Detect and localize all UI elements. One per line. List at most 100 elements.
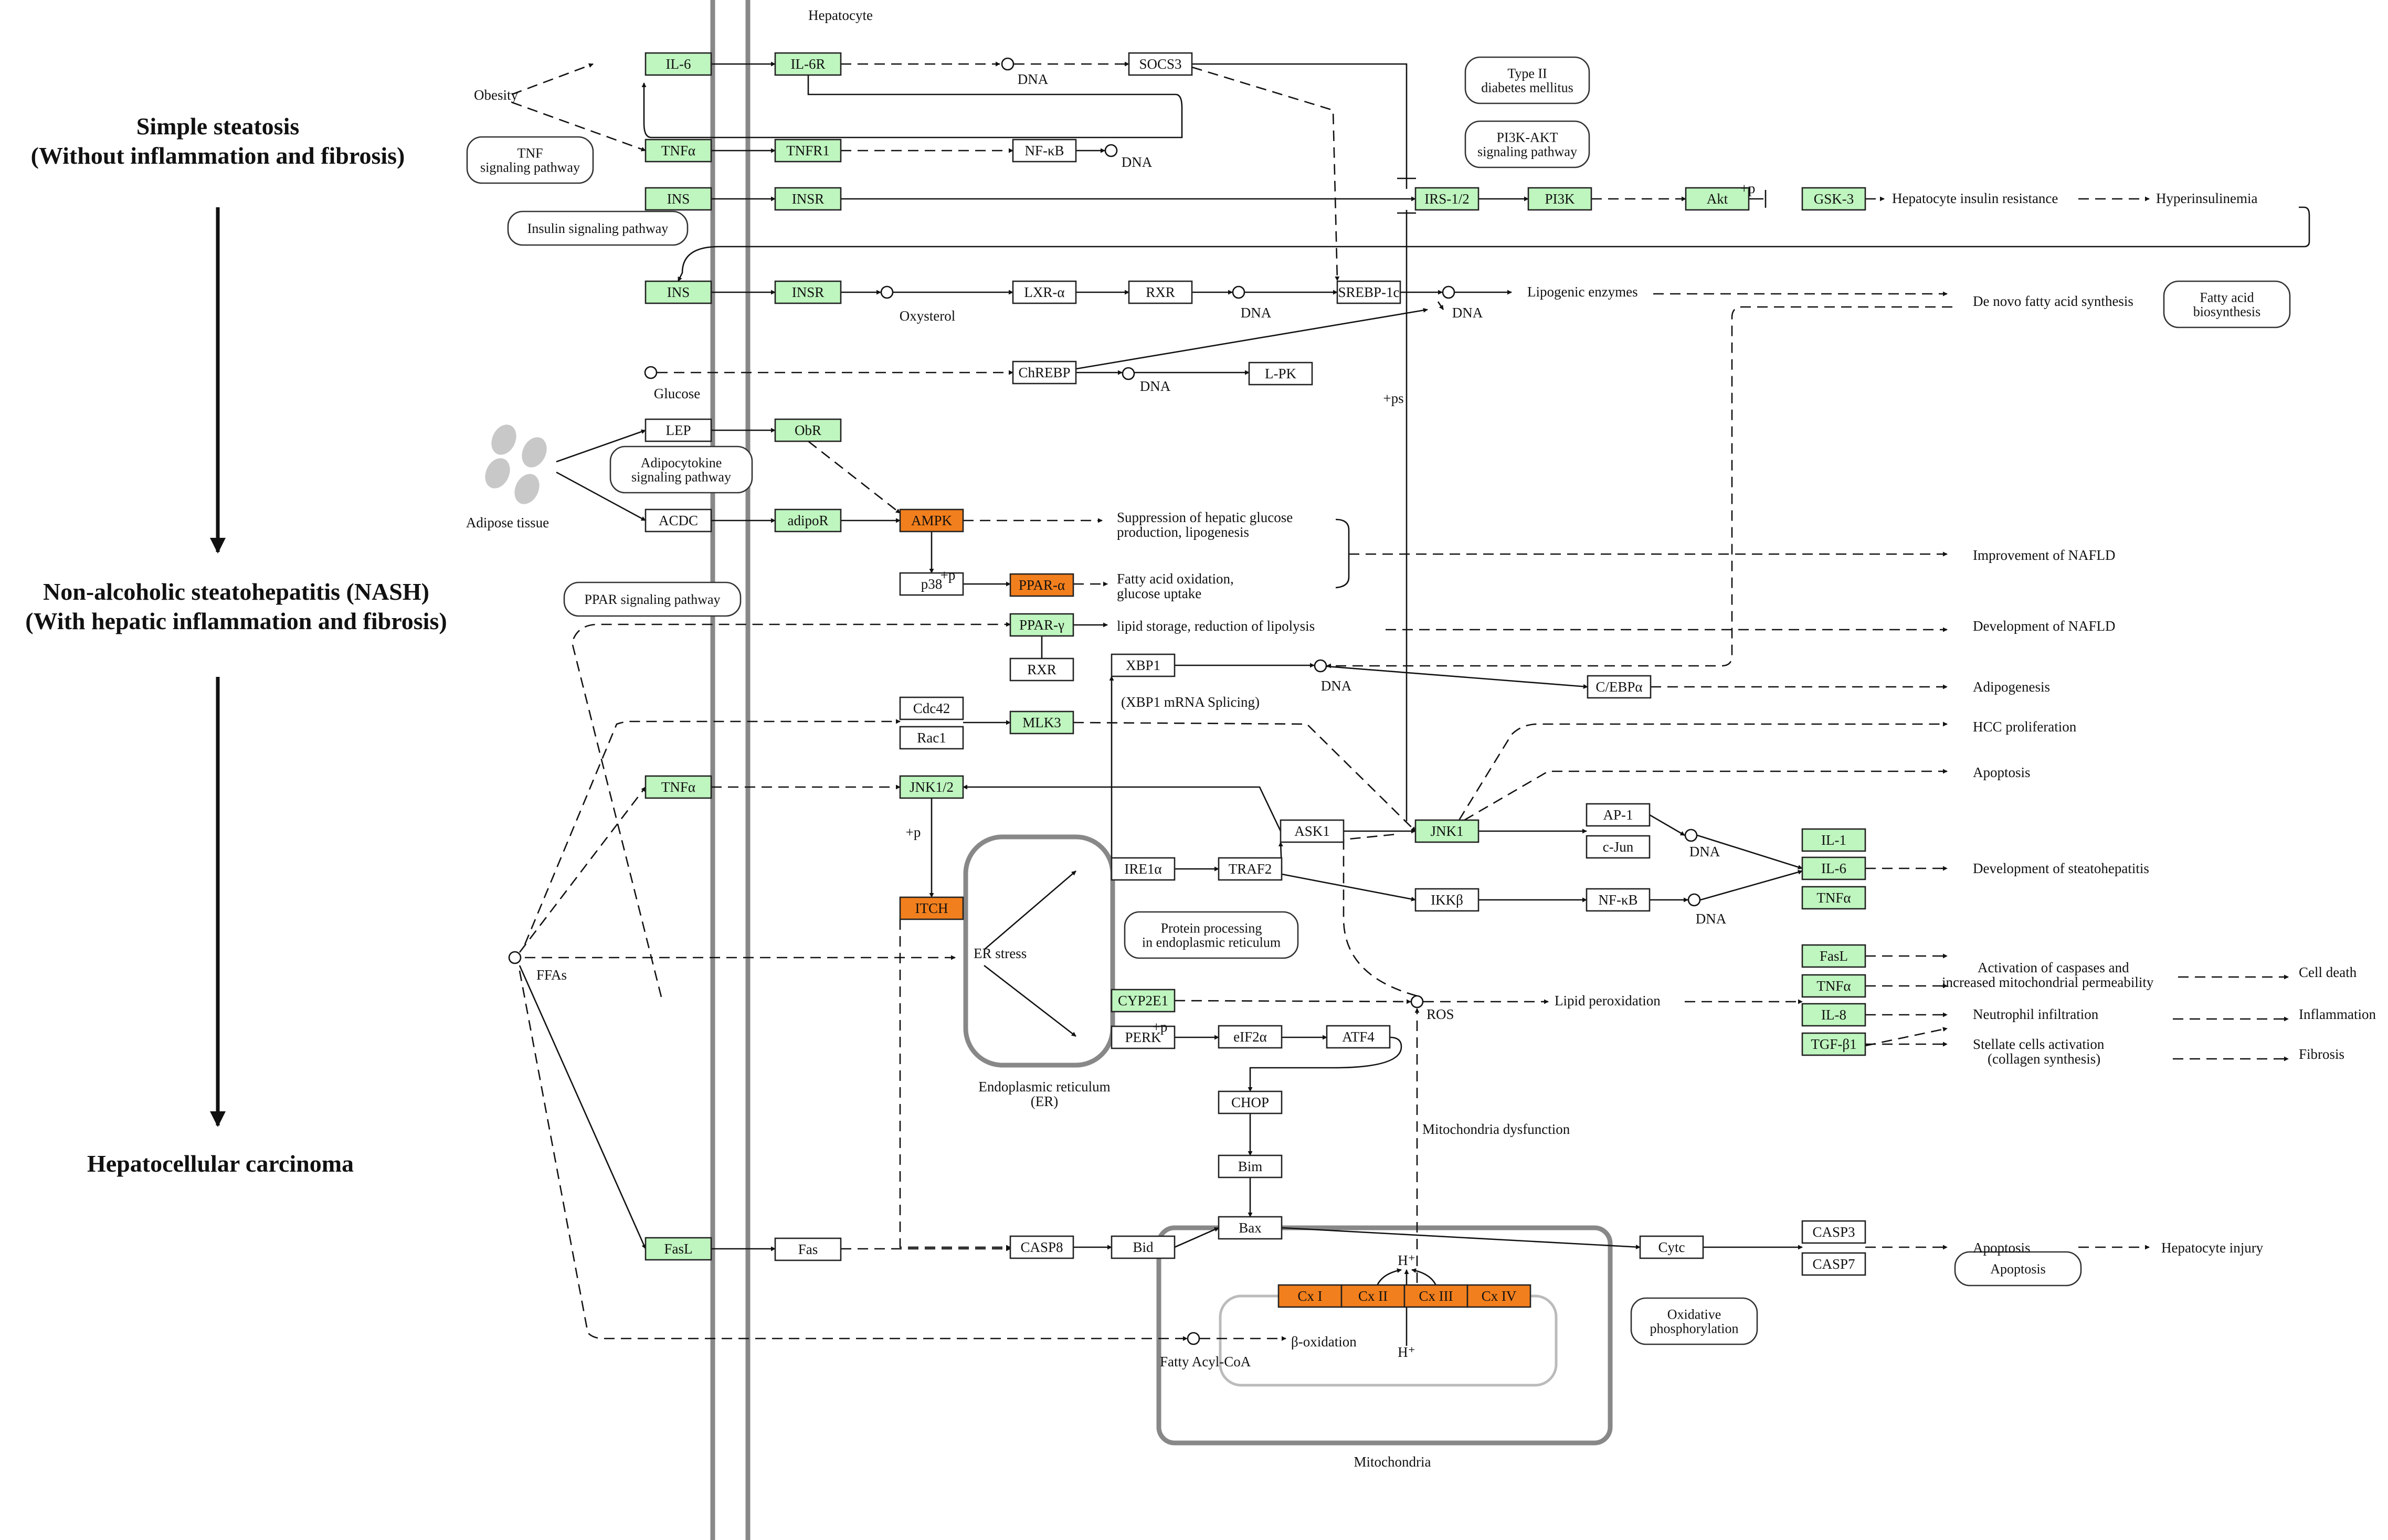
gene-node-bid[interactable]: Bid (1111, 1235, 1176, 1259)
pathway-edge (1174, 1227, 1219, 1248)
gene-label-bax: Bax (1239, 1220, 1262, 1236)
gene-node-akt[interactable]: Akt (1685, 187, 1750, 211)
gene-node-irs12[interactable]: IRS-1/2 (1414, 187, 1480, 211)
gene-node-cytc[interactable]: Cytc (1639, 1235, 1704, 1259)
gene-node-insr2[interactable]: INSR (774, 280, 842, 304)
gene-node-il6r[interactable]: IL-6R (774, 52, 842, 76)
gene-node-casp8[interactable]: CASP8 (1009, 1235, 1074, 1259)
ref-apoptosis-text: Apoptosis (1990, 1261, 2045, 1277)
gene-node-traf2[interactable]: TRAF2 (1218, 857, 1283, 881)
gene-node-lep[interactable]: LEP (644, 418, 712, 442)
gene-node-ap1[interactable]: AP-1 (1586, 803, 1651, 827)
pathway-edge (808, 440, 901, 514)
compound-circle (1001, 57, 1015, 71)
gene-node-cx3[interactable]: Cx III (1403, 1284, 1468, 1308)
gene-node-fasl2[interactable]: FasL (644, 1237, 712, 1261)
gene-node-bim[interactable]: Bim (1218, 1154, 1283, 1178)
gene-node-rxr2[interactable]: RXR (1009, 657, 1074, 682)
gene-node-tnfa1[interactable]: TNFα (644, 139, 712, 163)
gene-node-tgfb1[interactable]: TGF-β1 (1801, 1032, 1866, 1056)
gene-node-ikkb[interactable]: IKKβ (1414, 888, 1480, 912)
gene-node-eif2a[interactable]: eIF2α (1218, 1025, 1283, 1049)
gene-label-ap1: AP-1 (1603, 807, 1633, 823)
gene-node-casp7[interactable]: CASP7 (1801, 1252, 1866, 1276)
gene-node-tnfa3[interactable]: TNFα (1801, 886, 1866, 910)
gene-node-ins2[interactable]: INS (644, 280, 712, 304)
gene-node-bax[interactable]: Bax (1218, 1216, 1283, 1240)
gene-node-nfkb2[interactable]: NF-κB (1586, 888, 1651, 912)
gene-node-chrebp[interactable]: ChREBP (1012, 360, 1077, 385)
gene-node-tnfa4[interactable]: TNFα (1801, 974, 1866, 998)
gene-box-pi3k (1527, 187, 1592, 211)
gene-node-il1[interactable]: IL-1 (1801, 828, 1866, 852)
gene-node-ire1a[interactable]: IRE1α (1111, 857, 1176, 881)
gene-label-nfkb1: NF-κB (1024, 143, 1064, 158)
gene-label-bid: Bid (1133, 1239, 1154, 1255)
gene-node-xbp1[interactable]: XBP1 (1111, 653, 1176, 677)
gene-node-p38[interactable]: p38 (899, 572, 964, 596)
gene-node-lpk[interactable]: L-PK (1248, 362, 1313, 386)
gene-node-pi3k[interactable]: PI3K (1527, 187, 1592, 211)
gene-node-tnfr1[interactable]: TNFR1 (774, 139, 842, 163)
gene-box-ampk (899, 508, 964, 533)
gene-node-obr[interactable]: ObR (774, 418, 842, 442)
ref-apoptosis[interactable]: Apoptosis (1954, 1251, 2082, 1287)
pathway-edge (1326, 306, 1952, 668)
gene-node-casp3[interactable]: CASP3 (1801, 1220, 1866, 1244)
ref-protein-processing-box (1124, 911, 1299, 959)
gene-node-gsk3[interactable]: GSK-3 (1801, 187, 1866, 211)
gene-node-atf4[interactable]: ATF4 (1326, 1025, 1391, 1049)
gene-node-cdc42[interactable]: Cdc42 (899, 696, 964, 720)
gene-node-acdc[interactable]: ACDC (644, 508, 712, 533)
gene-node-fas[interactable]: Fas (774, 1237, 842, 1261)
gene-node-adipor[interactable]: adipoR (774, 508, 842, 533)
gene-node-rac1[interactable]: Rac1 (899, 726, 964, 750)
gene-node-jnk12[interactable]: JNK1/2 (899, 775, 964, 799)
gene-node-il6b[interactable]: IL-6 (1801, 856, 1866, 880)
gene-box-tnfr1 (774, 139, 842, 163)
gene-label-tnfa1: TNFα (661, 143, 695, 158)
gene-node-lxra[interactable]: LXR-α (1012, 280, 1077, 304)
gene-label-socs3: SOCS3 (1139, 56, 1181, 72)
gene-node-ask1[interactable]: ASK1 (1280, 819, 1345, 843)
gene-node-cjun[interactable]: c-Jun (1586, 835, 1651, 859)
gene-node-il6[interactable]: IL-6 (644, 52, 712, 76)
pathway-edge (899, 919, 1011, 1250)
gene-node-ppara[interactable]: PPAR-α (1009, 573, 1074, 597)
ref-insulin[interactable]: Insulin signaling pathway (507, 210, 689, 246)
gene-node-rxr1[interactable]: RXR (1128, 280, 1193, 304)
gene-box-chop (1218, 1090, 1283, 1114)
gene-node-itch[interactable]: ITCH (899, 896, 964, 920)
gene-node-ampk[interactable]: AMPK (899, 508, 964, 533)
gene-node-pparg[interactable]: PPAR-γ (1009, 613, 1074, 637)
pathway-edge (1458, 721, 1948, 821)
gene-node-il8[interactable]: IL-8 (1801, 1003, 1866, 1027)
gene-node-jnk1[interactable]: JNK1 (1414, 819, 1480, 843)
gene-node-cyp2e1[interactable]: CYP2E1 (1111, 989, 1176, 1013)
gene-label-ins2: INS (667, 284, 690, 300)
gene-node-cebpa[interactable]: C/EBPα (1587, 675, 1652, 699)
ref-insulin-text: Insulin signaling pathway (527, 221, 669, 236)
gene-node-tnfa2[interactable]: TNFα (644, 775, 712, 799)
gene-node-srebp1c[interactable]: SREBP-1c (1336, 280, 1401, 304)
gene-node-insr1[interactable]: INSR (774, 187, 842, 211)
gene-node-fasl1[interactable]: FasL (1801, 944, 1866, 968)
ref-ppar[interactable]: PPAR signaling pathway (563, 581, 742, 617)
gene-node-nfkb1[interactable]: NF-κB (1012, 139, 1077, 163)
gene-node-cx2[interactable]: Cx II (1340, 1284, 1406, 1308)
gene-node-chop[interactable]: CHOP (1218, 1090, 1283, 1114)
gene-node-socs3[interactable]: SOCS3 (1128, 52, 1193, 76)
gene-node-mlk3[interactable]: MLK3 (1009, 710, 1074, 735)
compound-circle (644, 366, 658, 379)
gene-node-perk[interactable]: PERK (1111, 1025, 1176, 1049)
gene-node-cx4[interactable]: Cx IV (1466, 1284, 1531, 1308)
gene-node-ins1[interactable]: INS (644, 187, 712, 211)
gene-node-cx1[interactable]: Cx I (1277, 1284, 1343, 1308)
